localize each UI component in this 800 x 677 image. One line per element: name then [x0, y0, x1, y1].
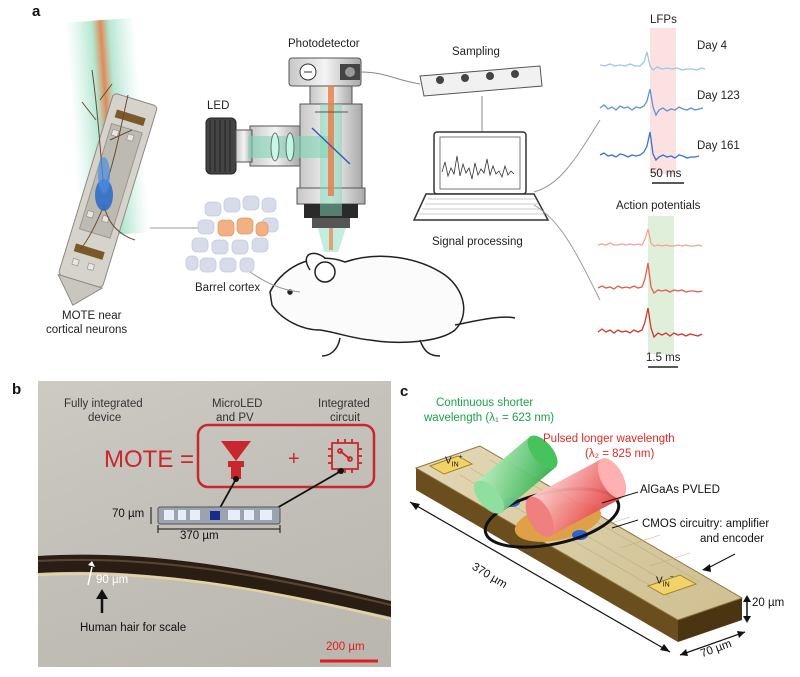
integrated-circuit-icon [328, 439, 362, 473]
chip-side-right [678, 598, 742, 642]
cmos-label-1: CMOS circuitry: amplifier [642, 518, 770, 530]
day4-label: Day 4 [697, 40, 728, 52]
continuous-label-2: wavelength (λ₁ = 623 nm) [424, 412, 555, 424]
vin-plus-pad [428, 455, 474, 475]
pulsed-label-2: (λ₂ = 825 nm) [585, 448, 655, 460]
dim-370-line [409, 501, 671, 653]
lfps-label: LFPs [650, 14, 677, 26]
day123-label: Day 123 [697, 90, 740, 102]
mote-equation-box [196, 423, 376, 489]
neuron-soma [95, 179, 113, 211]
dim-370um-label: 370 µm [180, 530, 219, 542]
connector-lfp [533, 119, 601, 193]
green-light-beam [473, 435, 558, 514]
lfp-trace-day161 [599, 131, 700, 162]
ap-highlight [648, 216, 674, 354]
continuous-label-1: Continuous shorter [436, 397, 534, 409]
fully-integrated-label-1: Fully integrated [64, 398, 143, 410]
lfp-highlight [650, 28, 676, 174]
ap-trace-2 [597, 262, 703, 294]
ap-trace-1 [597, 228, 703, 247]
micrograph-overlay [38, 423, 391, 663]
microled-label-1: MicroLED [212, 398, 263, 410]
mouse [269, 252, 516, 357]
panel-a-letter: a [32, 3, 41, 20]
plus-sign: + [288, 448, 300, 470]
day161-label: Day 161 [697, 140, 740, 152]
barrel-cortex-cells [185, 195, 279, 273]
scale-15ms-label: 1.5 ms [646, 352, 681, 364]
vin-minus-pad [646, 574, 698, 596]
ic-label-2: circuit [330, 412, 361, 424]
photodetector-label: Photodetector [288, 38, 360, 50]
scale-50ms-label: 50 ms [650, 168, 682, 180]
micrograph-panel [38, 381, 391, 667]
ic-label-1: Integrated [318, 398, 370, 410]
connector-ap [533, 204, 601, 301]
vin-plus-label: VIN+ [445, 454, 463, 469]
panel-a-illustration [57, 17, 706, 368]
connector-barrel [249, 271, 301, 293]
pulsed-label-1: Pulsed longer wavelength [543, 433, 675, 445]
dim-20um-c-label: 20 µm [752, 597, 785, 609]
dim-90um-label: 90 µm [96, 574, 129, 586]
mote-label-line1: MOTE near [62, 310, 122, 322]
ap-trace-3 [597, 307, 703, 339]
chip-side-front [416, 468, 678, 642]
barrel-cortex-label: Barrel cortex [195, 282, 261, 294]
cmos-label-2: and encoder [700, 533, 764, 545]
dim-70-line [679, 631, 746, 656]
led-label: LED [207, 100, 230, 112]
mote-label-line2: cortical neurons [46, 324, 128, 336]
mote-equals: MOTE = [104, 446, 195, 473]
lfp-trace-day4 [599, 51, 706, 71]
signal-processing-label: Signal processing [432, 236, 523, 248]
sampling-device [419, 65, 543, 97]
panel-c-letter: c [400, 383, 409, 400]
human-hair [38, 554, 391, 617]
panel-c-illustration [409, 435, 751, 656]
fully-integrated-label-2: device [88, 412, 122, 424]
vin-minus-label: VIN− [656, 574, 674, 589]
algaas-label: AlGaAs PVLED [640, 484, 720, 496]
scale-200um-label: 200 µm [326, 641, 365, 653]
panel-b-letter: b [12, 381, 22, 398]
red-light-beam [525, 458, 627, 537]
laptop [412, 131, 550, 221]
cable-photodetector-sampling [360, 71, 421, 85]
microled-pv-icon [221, 441, 251, 479]
sampling-label: Sampling [452, 46, 500, 58]
lfp-trace-day123 [599, 88, 704, 117]
action-potentials-label: Action potentials [616, 200, 701, 212]
microled-label-2: and PV [216, 412, 254, 424]
dim-70um-label: 70 µm [112, 508, 145, 520]
optical-setup [205, 57, 366, 252]
hair-label: Human hair for scale [80, 622, 187, 634]
pointer-ic [269, 470, 342, 513]
